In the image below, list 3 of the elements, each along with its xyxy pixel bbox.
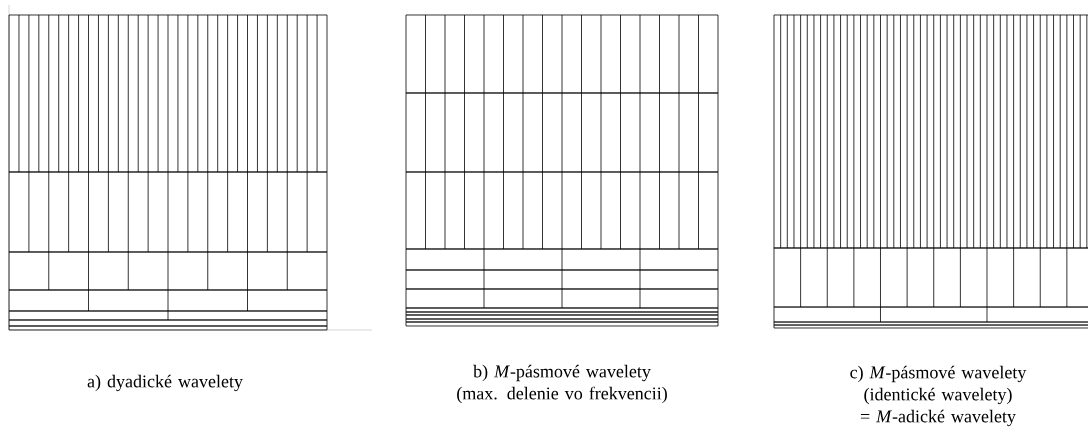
caption: b) M-pásmové wavelety (max. delenie vo frekvencii) (457, 364, 667, 404)
caption: a) dyadické wavelety (87, 374, 243, 392)
caption: c) M-pásmové wavelety (identické wavelety) = M-adické wavelety (850, 365, 1027, 427)
